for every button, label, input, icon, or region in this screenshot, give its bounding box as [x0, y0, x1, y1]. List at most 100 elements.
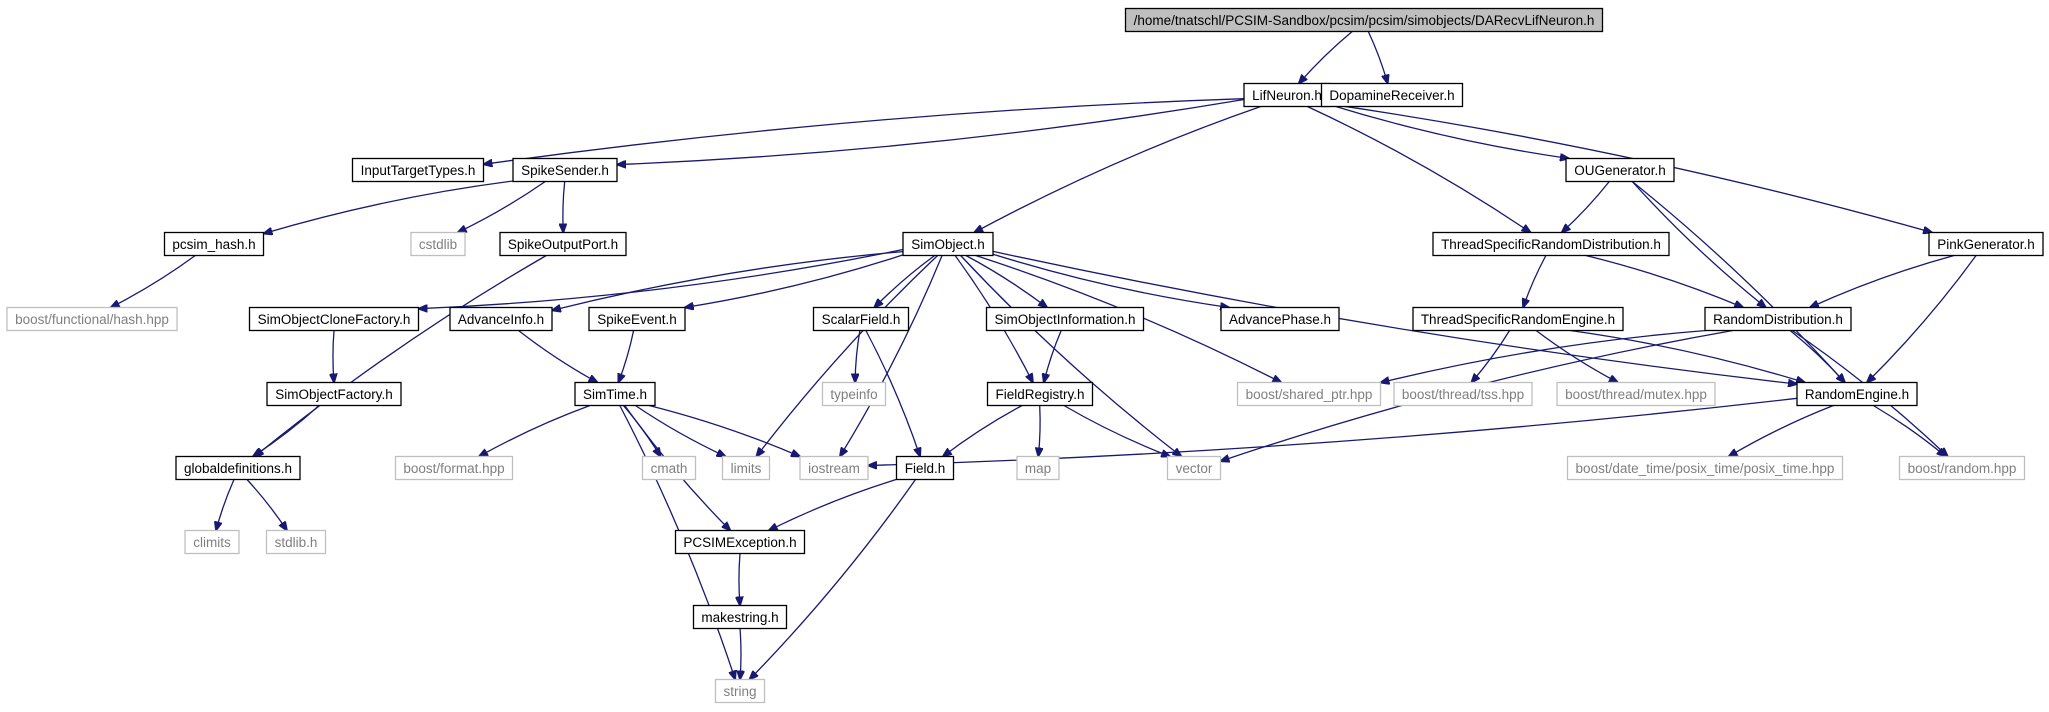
node-box	[721, 455, 771, 481]
node-box	[1393, 381, 1533, 407]
node-socf[interactable]: SimObjectCloneFactory.h	[248, 306, 420, 332]
node-box	[175, 455, 301, 481]
node-simobj[interactable]: SimObject.h	[902, 231, 994, 257]
node-fr[interactable]: FieldRegistry.h	[986, 381, 1094, 407]
edge-ss-to-pcsimhash	[264, 180, 514, 234]
node-box	[163, 231, 265, 257]
node-limits: limits	[721, 455, 771, 481]
node-climits: climits	[184, 529, 240, 555]
edge-simobj-to-spev	[685, 254, 904, 308]
node-soi[interactable]: SimObjectInformation.h	[985, 306, 1145, 332]
node-pcsimhash[interactable]: pcsim_hash.h	[163, 231, 265, 257]
edge-soi-to-fr	[1044, 330, 1062, 383]
node-box	[265, 529, 327, 555]
node-label: LifNeuron.h	[1252, 88, 1322, 103]
node-label: makestring.h	[701, 610, 778, 625]
node-label: FieldRegistry.h	[995, 387, 1084, 402]
node-box	[1166, 455, 1222, 481]
node-makestr[interactable]: makestring.h	[692, 604, 788, 630]
node-label: SimTime.h	[583, 387, 647, 402]
node-box	[248, 306, 420, 332]
node-label: typeinfo	[830, 387, 877, 402]
node-box	[1016, 455, 1060, 481]
node-re[interactable]: RandomEngine.h	[1796, 381, 1918, 407]
node-dop[interactable]: DopamineReceiver.h	[1320, 82, 1464, 108]
node-label: InputTargetTypes.h	[361, 163, 476, 178]
node-rd[interactable]: RandomDistribution.h	[1704, 306, 1852, 332]
node-sop[interactable]: SpikeOutputPort.h	[499, 231, 627, 257]
node-box	[6, 306, 178, 332]
node-ss[interactable]: SpikeSender.h	[512, 157, 618, 183]
edge-spev-to-simtime	[618, 330, 635, 383]
edge-simobj-to-vector	[960, 255, 1182, 457]
node-oug[interactable]: OUGenerator.h	[1565, 157, 1675, 183]
edge-socf-to-sofac	[333, 330, 334, 383]
node-label: AdvancePhase.h	[1229, 312, 1331, 327]
node-label: PCSIMException.h	[683, 535, 796, 550]
node-field[interactable]: Field.h	[895, 455, 955, 481]
edge-root-to-lif	[1299, 30, 1353, 84]
edge-re-to-brandom	[1872, 404, 1945, 457]
node-btss: boost/thread/tss.hpp	[1393, 381, 1533, 407]
node-simtime[interactable]: SimTime.h	[574, 381, 656, 407]
edge-tsrd-to-rd	[1585, 254, 1743, 308]
node-pcsimexc[interactable]: PCSIMException.h	[674, 529, 806, 555]
node-tsrd[interactable]: ThreadSpecificRandomDistribution.h	[1432, 231, 1670, 257]
node-box	[512, 157, 618, 183]
node-lif[interactable]: LifNeuron.h	[1243, 82, 1331, 108]
node-typeinfo: typeinfo	[821, 381, 887, 407]
edge-oug-to-tsrd	[1562, 181, 1610, 233]
node-root[interactable]: /home/tnatschl/PCSIM-Sandbox/pcsim/pcsim…	[1124, 7, 1604, 33]
node-label: RandomEngine.h	[1805, 387, 1909, 402]
node-box	[449, 306, 553, 332]
edge-lif-to-tsrd	[1307, 105, 1530, 233]
edge-simobj-to-iostream	[840, 255, 943, 457]
edge-ss-to-cstdlib	[458, 180, 546, 233]
node-bpt: boost/date_time/posix_time/posix_time.hp…	[1566, 455, 1844, 481]
node-label: RandomDistribution.h	[1713, 312, 1843, 327]
node-bformat: boost/format.hpp	[394, 455, 514, 481]
edge-tsre-to-btss	[1471, 330, 1511, 383]
node-cmath: cmath	[641, 455, 697, 481]
node-box	[184, 529, 240, 555]
node-box	[692, 604, 788, 630]
node-sofac[interactable]: SimObjectFactory.h	[266, 381, 402, 407]
node-bmutex: boost/thread/mutex.hpp	[1556, 381, 1716, 407]
node-label: SimObjectFactory.h	[275, 387, 393, 402]
node-tsre[interactable]: ThreadSpecificRandomEngine.h	[1412, 306, 1624, 332]
edge-lif-to-oug	[1329, 104, 1569, 159]
node-spev[interactable]: SpikeEvent.h	[588, 306, 686, 332]
node-label: map	[1025, 461, 1051, 476]
node-label: OUGenerator.h	[1574, 163, 1666, 178]
edge-simtime-to-limits	[635, 404, 725, 457]
edge-re-to-iostream	[868, 397, 1798, 465]
edge-root-to-dop	[1367, 31, 1387, 84]
node-box	[799, 455, 869, 481]
node-box	[1236, 381, 1382, 407]
nodes-layer: /home/tnatschl/PCSIM-Sandbox/pcsim/pcsim…	[6, 7, 2044, 704]
node-advph[interactable]: AdvancePhase.h	[1220, 306, 1340, 332]
node-itt[interactable]: InputTargetTypes.h	[351, 157, 485, 183]
node-label: boost/shared_ptr.hpp	[1246, 387, 1373, 402]
node-label: ScalarField.h	[822, 312, 901, 327]
node-label: SpikeEvent.h	[597, 312, 677, 327]
node-advinfo[interactable]: AdvanceInfo.h	[449, 306, 553, 332]
node-gdef[interactable]: globaldefinitions.h	[175, 455, 301, 481]
node-box	[812, 306, 910, 332]
node-box	[895, 455, 955, 481]
node-sf[interactable]: ScalarField.h	[812, 306, 910, 332]
edge-rd-to-re	[1789, 329, 1845, 383]
node-pink[interactable]: PinkGenerator.h	[1928, 231, 2044, 257]
edge-gdef-to-stdlibh	[246, 479, 287, 531]
edge-simtime-to-bformat	[479, 404, 591, 457]
edge-re-to-bpt	[1729, 404, 1834, 457]
node-stdlibh: stdlib.h	[265, 529, 327, 555]
edge-sf-to-typeinfo	[855, 330, 861, 383]
node-box	[574, 381, 656, 407]
edge-tsre-to-re	[1569, 329, 1805, 383]
node-box	[1565, 157, 1675, 183]
node-label: pcsim_hash.h	[172, 237, 255, 252]
edge-sf-to-field	[865, 330, 920, 457]
